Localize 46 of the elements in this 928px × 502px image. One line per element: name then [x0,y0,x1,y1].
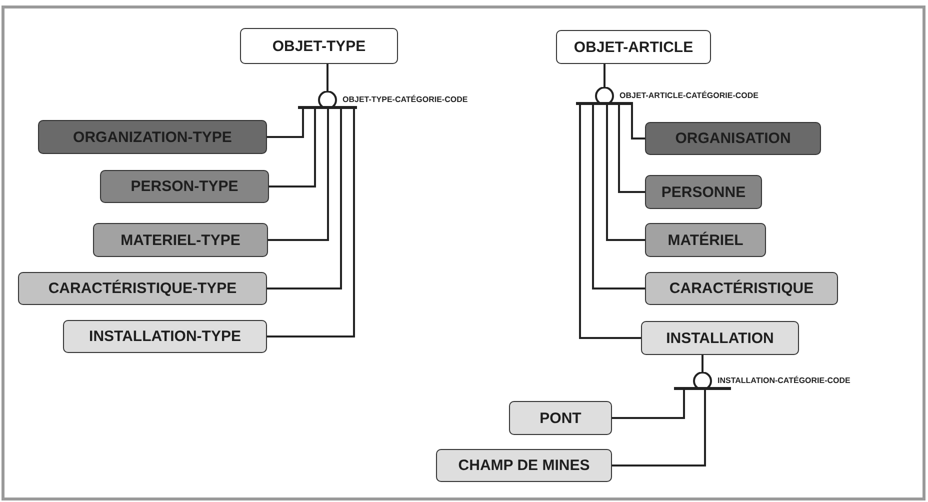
discriminator-label: OBJET-ARTICLE-CATÉGORIE-CODE [620,91,758,100]
entity-name: ORGANIZATION-TYPE [73,128,232,146]
connector-line [606,105,645,241]
connector-line [269,109,316,188]
connector-line [267,109,304,138]
connector-line [604,64,606,87]
entity-name: PERSONNE [661,184,746,200]
connector-line [579,105,641,339]
entity-box [18,272,267,305]
entity-name: INSTALLATION [666,330,774,346]
connector-line [612,390,706,466]
entity-name: CARACTÉRISTIQUE [669,280,814,297]
entity-box [509,401,612,435]
entity-name: CARACTÉRISTIQUE-TYPE [48,280,237,297]
connector-line [326,64,328,91]
connector-line [592,105,645,290]
entity-box [93,223,268,257]
entity-box [641,321,799,355]
discriminator-label: OBJET-TYPE-CATÉGORIE-CODE [342,95,468,104]
entity-name: MATÉRIEL [668,232,744,248]
entity-box [38,120,267,154]
connector-line [268,109,329,241]
entity-name: PERSON-TYPE [130,178,238,195]
entity-name: INSTALLATION-TYPE [89,328,241,345]
entity-box [645,175,762,209]
entity-name: OBJET-TYPE [272,38,366,54]
entity-name: OBJET-ARTICLE [574,38,694,56]
connector-line [267,109,342,290]
connector-line [618,105,645,193]
entity-name: CHAMP DE MINES [458,457,590,474]
connector-line [631,105,645,140]
entity-box [556,30,711,64]
connector-line [267,109,355,338]
entity-box [645,272,838,305]
entity-box [645,122,821,155]
entity-box [436,449,612,482]
connector-line [612,390,685,419]
discriminator-label: INSTALLATION-CATÉGORIE-CODE [718,376,850,385]
entity-name: ORGANISATION [675,130,791,147]
connector-line [702,355,704,372]
entity-name: MATERIEL-TYPE [120,232,240,248]
entity-box [63,320,267,353]
entity-name: PONT [540,410,582,426]
entity-box [100,170,269,203]
entity-box [240,28,398,64]
entity-box [645,223,766,257]
